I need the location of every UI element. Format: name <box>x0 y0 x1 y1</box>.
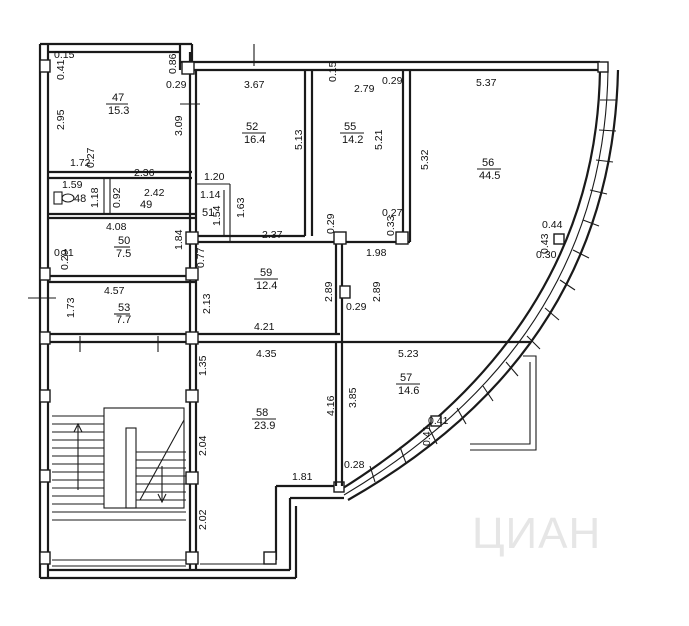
dim-label: 2.02 <box>197 509 209 530</box>
room-51-number: 51 <box>202 207 214 219</box>
columns <box>39 59 565 565</box>
dim-label: 0.29 <box>346 301 367 313</box>
room-57-area: 14.6 <box>398 385 419 397</box>
dim-label: 5.21 <box>373 129 385 150</box>
dim-label: 0.11 <box>54 247 74 259</box>
dim-label: 0.41 <box>428 415 449 427</box>
dim-label: 1.54 <box>211 205 223 226</box>
dim-label: 0.28 <box>344 459 365 471</box>
dim-label: 0.27 <box>85 147 97 168</box>
dim-label: 2.36 <box>134 167 155 179</box>
room-48-number: 48 <box>74 193 86 205</box>
dim-label: 1.81 <box>292 471 313 483</box>
dim-label: 0.27 <box>382 207 403 219</box>
room-58-number: 58 <box>256 407 268 419</box>
room-50-number: 50 <box>118 235 130 247</box>
room-52-number: 52 <box>246 121 258 133</box>
dim-label: 1.59 <box>62 179 83 191</box>
dim-label: 0.29 <box>382 75 403 87</box>
dim-label: 5.23 <box>398 348 419 360</box>
outer-walls <box>38 42 600 580</box>
room-47-number: 47 <box>112 92 124 104</box>
dim-label: 2.79 <box>354 83 375 95</box>
dim-label: 0.44 <box>542 219 563 231</box>
room-58-area: 23.9 <box>254 420 275 432</box>
room-50-area: 7.5 <box>116 248 131 260</box>
dim-label: 1.63 <box>235 197 247 218</box>
dim-label: 5.32 <box>419 149 431 170</box>
dim-label: 3.09 <box>173 115 185 136</box>
dim-label: 0.29 <box>325 213 337 234</box>
room-53-area: 7.7 <box>116 314 131 326</box>
dim-label: 0.29 <box>166 79 187 91</box>
dim-label: 3.67 <box>244 79 265 91</box>
dim-label: 0.15 <box>327 61 339 82</box>
dim-label: 0.86 <box>167 53 179 74</box>
dim-label: 4.21 <box>254 321 275 333</box>
dim-label: 1.84 <box>173 229 185 250</box>
dim-label: 1.35 <box>197 355 209 376</box>
room-59-area: 12.4 <box>256 280 277 292</box>
dim-label: 2.42 <box>144 187 165 199</box>
staircase <box>28 44 264 567</box>
dim-label: 2.95 <box>55 109 67 130</box>
room-52-area: 16.4 <box>244 134 265 146</box>
curved-wall <box>333 61 620 501</box>
toilet-icon <box>53 191 75 205</box>
dim-label: 1.14 <box>200 189 221 201</box>
dim-label: 1.20 <box>204 171 225 183</box>
interior-walls <box>48 52 530 570</box>
room-57-number: 57 <box>400 372 412 384</box>
dimension-labels: 0.15 0.41 0.86 0.29 2.95 3.09 3.67 0.15 … <box>54 49 563 530</box>
dim-label: 0.15 <box>54 49 75 61</box>
dim-label: 0.29 <box>59 249 71 270</box>
dim-label: 3.85 <box>347 387 359 408</box>
room-49-number: 49 <box>140 199 152 211</box>
room-55-area: 14.2 <box>342 134 363 146</box>
dim-label: 0.92 <box>111 187 123 208</box>
dim-label: 4.57 <box>104 285 125 297</box>
room-55-number: 55 <box>344 121 356 133</box>
room-59-number: 59 <box>260 267 272 279</box>
room-53-number: 53 <box>118 302 130 314</box>
dim-label: 5.37 <box>476 77 497 89</box>
dim-label: 0.30 <box>536 249 557 261</box>
dim-label: 4.16 <box>325 395 337 416</box>
dim-label: 1.18 <box>89 187 101 208</box>
dim-label: 1.73 <box>65 297 77 318</box>
dim-label: 2.89 <box>323 281 335 302</box>
dim-label: 0.77 <box>195 247 207 268</box>
watermark: ЦИАН <box>472 509 601 558</box>
room-56-number: 56 <box>482 157 494 169</box>
dim-label: 2.89 <box>371 281 383 302</box>
room-47-area: 15.3 <box>108 105 129 117</box>
dim-label: 2.13 <box>201 293 213 314</box>
dim-label: 1.98 <box>366 247 387 259</box>
dim-label: 4.08 <box>106 221 127 233</box>
dim-label: 0.33 <box>385 215 397 236</box>
dim-label: 1.72 <box>70 157 91 169</box>
dim-label: 0.41 <box>55 59 67 80</box>
dim-label: 5.13 <box>293 129 305 150</box>
room-56-area: 44.5 <box>479 170 500 182</box>
dim-label: 2.37 <box>262 229 283 241</box>
dim-label: 0.43 <box>539 233 551 254</box>
dim-label: 2.04 <box>197 435 209 456</box>
room-labels: 47 15.3 48 49 50 7.5 51 52 16.4 53 7.7 5… <box>74 92 501 432</box>
dim-label: 4.35 <box>256 348 277 360</box>
dim-label: 0.41 <box>421 425 433 446</box>
